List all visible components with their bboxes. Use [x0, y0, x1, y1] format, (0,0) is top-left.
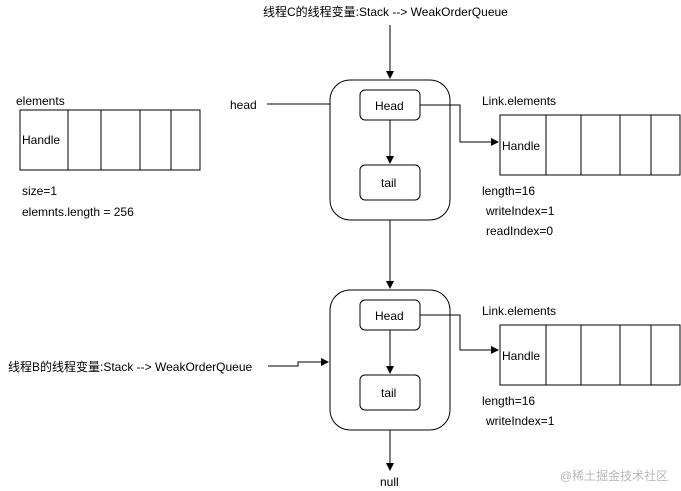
head-label: head — [230, 98, 257, 112]
stack-elements-title: elements — [16, 94, 65, 108]
null-label: null — [380, 475, 399, 489]
link2-title: Link.elements — [482, 304, 557, 318]
link2-write-index-text: writeIndex=1 — [486, 414, 555, 428]
arrow-left-label-to-node2 — [268, 358, 329, 367]
stack-size-text: size=1 — [22, 184, 58, 198]
arrow-head1-to-link1 — [420, 104, 499, 146]
link1-handle-cell: Handle — [502, 139, 541, 153]
arrow-head2-to-link2 — [420, 314, 499, 354]
node2-head-label: Head — [375, 309, 404, 323]
watermark-text: @稀土掘金技术社区 — [560, 469, 669, 483]
link1-write-index-text: writeIndex=1 — [486, 204, 555, 218]
top-thread-c-label: 线程C的线程变量:Stack --> WeakOrderQueue — [263, 5, 508, 19]
stack-length-text: elemnts.length = 256 — [22, 205, 134, 219]
node1-tail-label: tail — [381, 176, 397, 190]
link1-read-index-text: readIndex=0 — [486, 224, 554, 238]
link1-title: Link.elements — [482, 94, 557, 108]
stack-elements-array — [19, 109, 201, 171]
link-elements-array-2 — [499, 324, 681, 386]
weak-order-queue-node-2 — [329, 289, 451, 431]
node1-head-label: Head — [375, 99, 404, 113]
node2-tail-label: tail — [381, 386, 397, 400]
thread-b-label: 线程B的线程变量:Stack --> WeakOrderQueue — [8, 360, 253, 374]
link2-length-text: length=16 — [482, 394, 536, 408]
link2-handle-cell: Handle — [502, 349, 541, 363]
link1-length-text: length=16 — [482, 184, 536, 198]
link-elements-array-1 — [499, 114, 681, 176]
stack-handle-cell: Handle — [22, 133, 61, 147]
